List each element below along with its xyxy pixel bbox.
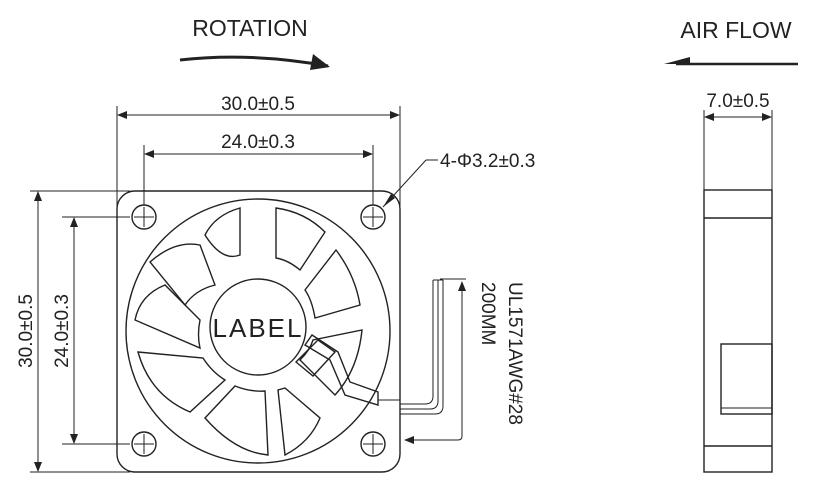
mounting-hole-br bbox=[360, 431, 386, 457]
rotation-arrow-icon bbox=[179, 55, 329, 68]
hole-spec-label: 4-Φ3.2±0.3 bbox=[440, 151, 535, 172]
mounting-hole-bl bbox=[131, 431, 157, 457]
width-dimension: 30.0±0.5 bbox=[116, 94, 401, 210]
air-flow-heading: AIR FLOW bbox=[680, 17, 791, 43]
lead-wires bbox=[400, 279, 444, 415]
rotation-heading: ROTATION bbox=[192, 15, 307, 41]
air-flow-arrowhead-icon bbox=[664, 57, 690, 64]
mounting-hole-tl bbox=[131, 204, 157, 230]
hole-pitch-x-dimension: 24.0±0.3 bbox=[143, 132, 374, 205]
side-connector bbox=[720, 343, 773, 415]
mounting-hole-tr bbox=[360, 204, 386, 230]
cable-spec-line2: 200MM bbox=[477, 282, 498, 345]
side-frame bbox=[703, 189, 773, 473]
cable-exit bbox=[294, 334, 400, 406]
side-view: 7.0±0.5 bbox=[703, 91, 773, 473]
thickness-dimension-label: 7.0±0.5 bbox=[706, 91, 769, 112]
fan-hub bbox=[209, 278, 307, 376]
height-dimension: 30.0±0.5 bbox=[16, 190, 130, 473]
fan-frame bbox=[116, 190, 401, 473]
fan-blades bbox=[134, 207, 363, 457]
rotation-arrowhead-icon bbox=[310, 54, 330, 70]
cable-spec-line1: UL1571AWG#28 bbox=[504, 282, 525, 425]
hub-label: LABEL bbox=[213, 313, 304, 343]
hole-pitch-y-label: 24.0±0.3 bbox=[52, 294, 73, 368]
hole-spec-callout: 4-Φ3.2±0.3 bbox=[382, 151, 535, 208]
cable-length-dimension bbox=[404, 278, 466, 444]
fan-opening bbox=[125, 198, 391, 464]
hole-pitch-y-dimension: 24.0±0.3 bbox=[52, 216, 130, 445]
width-dimension-label: 30.0±0.5 bbox=[221, 94, 295, 115]
hole-pitch-x-label: 24.0±0.3 bbox=[221, 132, 295, 153]
height-dimension-label: 30.0±0.5 bbox=[16, 294, 37, 368]
